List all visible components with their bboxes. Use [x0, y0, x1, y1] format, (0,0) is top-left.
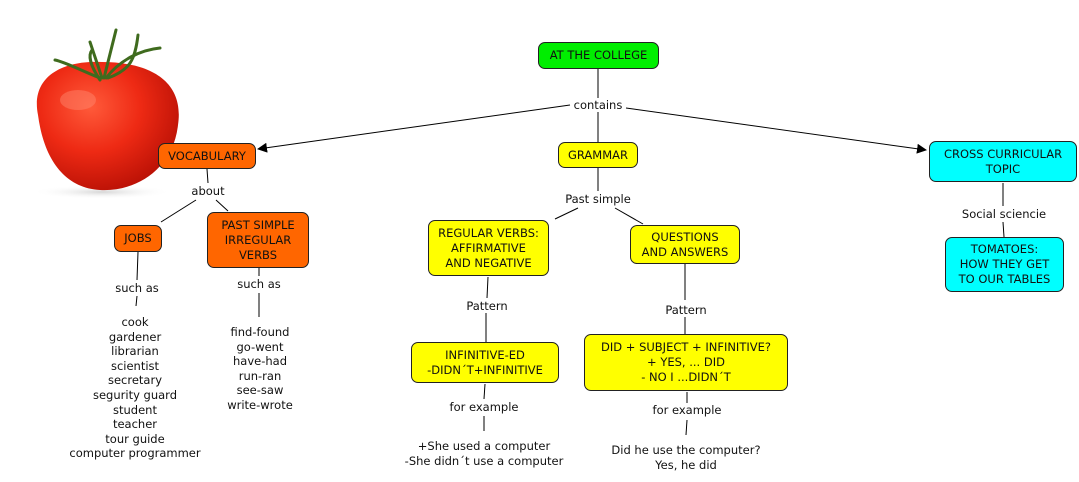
irregular-verbs-list: find-found go-went have-had run-ran see-… — [227, 325, 293, 413]
link-vocabulary-about — [206, 168, 209, 184]
job-item: gardener — [108, 329, 162, 344]
job-item: tour guide — [105, 431, 165, 446]
node-at-the-college[interactable]: AT THE COLLEGE — [538, 42, 659, 69]
link-infinitive-forexample — [483, 383, 486, 400]
link-label-about: about — [188, 184, 228, 198]
link-about-irregular — [215, 199, 229, 212]
node-tomatoes-topic[interactable]: TOMATOES: HOW THEY GET TO OUR TABLES — [945, 237, 1064, 292]
link-label-social-sciencie: Social sciencie — [958, 207, 1050, 221]
tomato-image — [32, 28, 179, 199]
node-did-subject-infinitive-pattern[interactable]: DID + SUBJECT + INFINITIVE? + YES, ... D… — [584, 334, 788, 391]
job-item: teacher — [112, 417, 158, 432]
verb-item: see-saw — [236, 383, 284, 398]
verb-item: have-had — [232, 354, 288, 369]
link-forexample-qexamples — [685, 419, 688, 436]
job-item: cook — [121, 315, 149, 329]
node-past-simple-irregular-verbs[interactable]: PAST SIMPLE IRREGULAR VERBS — [207, 212, 309, 268]
example-item: -She didn´t use a computer — [404, 453, 564, 468]
link-label-past-simple: Past simple — [562, 192, 634, 206]
node-cross-curricular-topic[interactable]: CROSS CURRICULAR TOPIC — [929, 141, 1077, 182]
node-grammar[interactable]: GRAMMAR — [558, 142, 638, 168]
regular-examples: +She used a computer -She didn´t use a c… — [405, 439, 564, 468]
link-pastsimple-regular — [554, 207, 579, 220]
node-questions-and-answers[interactable]: QUESTIONS AND ANSWERS — [630, 225, 740, 264]
node-regular-verbs[interactable]: REGULAR VERBS: AFFIRMATIVE AND NEGATIVE — [428, 220, 549, 276]
example-item: +She used a computer — [417, 439, 551, 453]
job-item: librarian — [111, 344, 159, 359]
link-label-questions-for-example: for example — [649, 403, 725, 417]
link-jobs-suchas — [136, 251, 139, 281]
verb-item: go-went — [236, 339, 284, 354]
link-label-questions-pattern: Pattern — [662, 303, 710, 317]
job-item: scientist — [110, 358, 160, 373]
link-label-contains: contains — [570, 98, 626, 112]
job-item: secretary — [107, 373, 163, 388]
link-suchas-joblist — [135, 295, 138, 307]
node-infinitive-ed-pattern[interactable]: INFINITIVE-ED -DIDN´T+INFINITIVE — [411, 342, 559, 383]
link-contains-cross — [625, 107, 927, 154]
verb-item: find-found — [230, 325, 290, 339]
job-item: computer programmer — [69, 446, 201, 461]
node-jobs[interactable]: JOBS — [114, 225, 162, 252]
link-social-tomatoes — [1002, 221, 1005, 238]
link-regular-pattern — [486, 276, 489, 299]
job-item: segurity guard — [92, 387, 177, 402]
example-item: Yes, he did — [655, 457, 717, 472]
verb-item: run-ran — [238, 368, 282, 383]
jobs-list: cook gardener librarian scientist secret… — [69, 315, 200, 461]
example-item: Did he use the computer? — [611, 443, 761, 457]
link-label-regular-for-example: for example — [446, 400, 522, 414]
link-label-regular-pattern: Pattern — [463, 299, 511, 313]
link-about-jobs — [160, 199, 197, 223]
job-item: student — [113, 402, 157, 417]
link-label-jobs-such-as: such as — [112, 281, 162, 295]
questions-examples: Did he use the computer? Yes, he did — [611, 443, 760, 472]
link-label-irregular-such-as: such as — [234, 277, 284, 291]
link-pastsimple-questions — [614, 207, 644, 225]
verb-item: write-wrote — [227, 397, 293, 412]
link-contains-vocabulary — [257, 104, 571, 153]
node-vocabulary[interactable]: VOCABULARY — [158, 143, 256, 169]
